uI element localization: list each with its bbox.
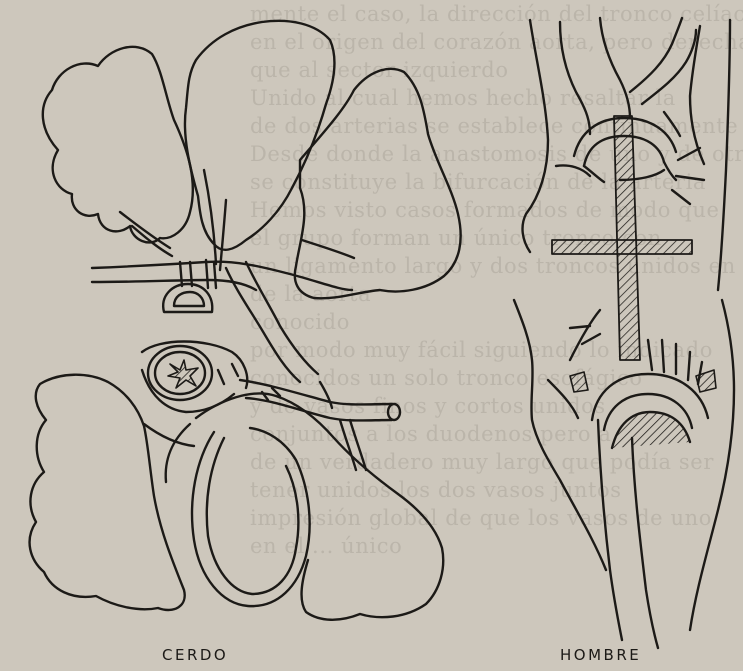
heart-loop: [192, 428, 310, 606]
hombre-drawing: [514, 18, 734, 648]
horizontal-band: [552, 240, 692, 254]
top-vessel-left: [560, 22, 590, 134]
lower-left-lobe: [30, 375, 185, 610]
esophagus-band: [614, 116, 640, 360]
cerdo-drawing: [30, 21, 461, 620]
upper-right-lobe: [295, 69, 461, 298]
caption-hombre: HOMBRE: [560, 646, 641, 664]
upper-middle-lobe: [185, 21, 334, 250]
caption-cerdo: CERDO: [162, 646, 228, 664]
trachea: [92, 262, 352, 290]
left-side-outline: [523, 20, 548, 252]
arch-outline: [163, 284, 212, 312]
upper-left-lobe: [43, 47, 193, 243]
